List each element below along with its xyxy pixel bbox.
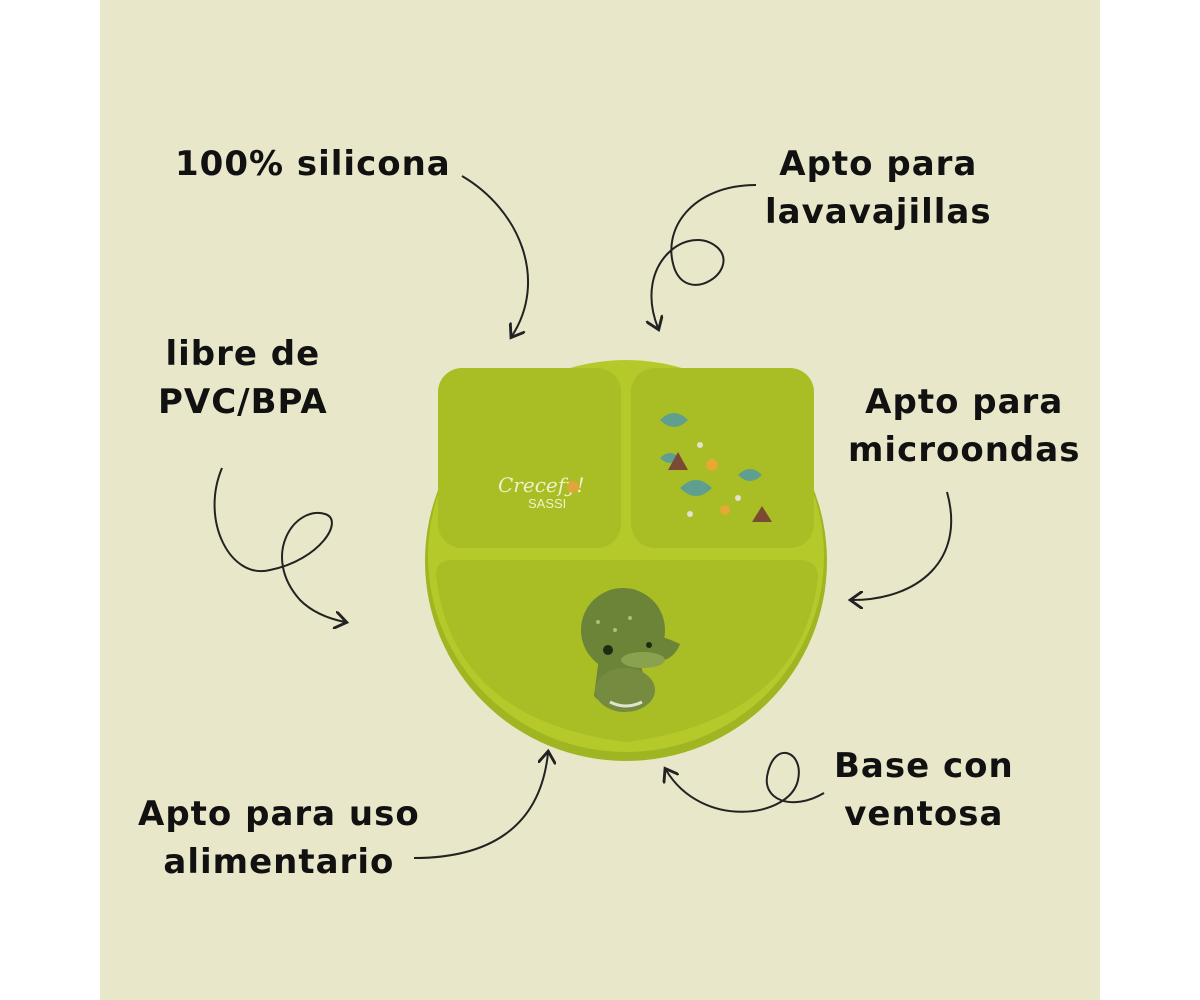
- arrow-dishwasher: [651, 184, 757, 328]
- feature-food-use-line-2: alimentario: [163, 842, 395, 882]
- brand-logo: Crecefy! SASSI: [498, 473, 584, 511]
- feature-dishwasher-line-2: lavavajillas: [765, 192, 992, 232]
- arrow-suction: [666, 751, 825, 813]
- dinosaur-icon: [581, 588, 680, 712]
- arrow-pvc: [213, 467, 345, 622]
- feature-food-use-line-1: Apto para uso: [138, 794, 420, 834]
- arrow-food-use: [413, 753, 548, 859]
- feature-arrows: [213, 175, 953, 859]
- feature-pvc-free: libre de PVC/BPA: [158, 330, 328, 426]
- feature-microwave-line-2: microondas: [848, 430, 1081, 470]
- feature-microwave: Apto para microondas: [848, 378, 1080, 474]
- brand-name: SASSI: [528, 496, 566, 511]
- feature-suction-base-line-1: Base con: [834, 746, 1014, 786]
- shell-icon: [567, 481, 579, 493]
- arrow-silicone: [461, 175, 529, 336]
- feature-suction-base: Base con ventosa: [834, 742, 1014, 838]
- feature-dishwasher: Apto para lavavajillas: [765, 140, 992, 236]
- feature-dishwasher-line-1: Apto para: [779, 144, 978, 184]
- feature-silicone: 100% silicona: [175, 140, 451, 188]
- feature-pvc-free-line-2: PVC/BPA: [158, 382, 328, 422]
- feature-silicone-line-1: 100% silicona: [175, 144, 451, 184]
- volcano-icon: [668, 452, 772, 522]
- jungle-pattern: [660, 413, 772, 522]
- arrow-microwave: [852, 491, 953, 600]
- feature-microwave-line-1: Apto para: [865, 382, 1064, 422]
- feature-suction-base-line-2: ventosa: [844, 794, 1004, 834]
- feature-food-use: Apto para uso alimentario: [138, 790, 420, 886]
- feature-pvc-free-line-1: libre de: [165, 334, 321, 374]
